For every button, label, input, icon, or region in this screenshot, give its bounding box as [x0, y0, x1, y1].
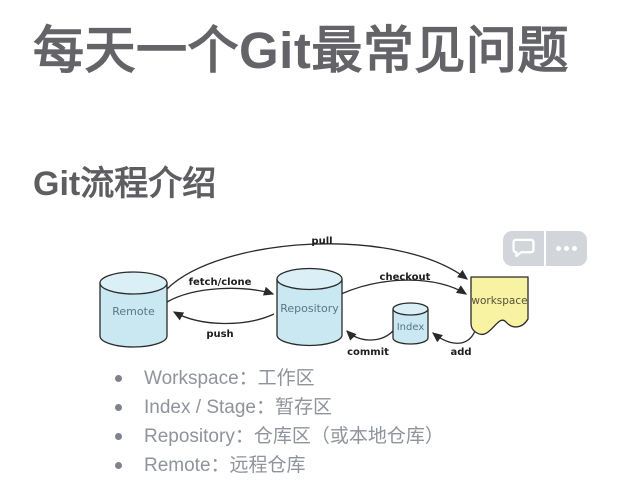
repository-label: Repository	[280, 302, 339, 315]
git-flow-diagram: Remote Repository Index workspace pull f…	[99, 236, 529, 358]
remote-label: Remote	[112, 305, 155, 318]
legend-item-index: Index / Stage：暂存区	[115, 393, 444, 422]
legend-list: Workspace：工作区 Index / Stage：暂存区 Reposito…	[115, 364, 444, 480]
legend-item-workspace: Workspace：工作区	[115, 364, 444, 393]
legend-item-remote: Remote：远程仓库	[115, 451, 444, 480]
push-label: push	[206, 329, 233, 340]
checkout-label: checkout	[380, 272, 431, 283]
floating-action-bar	[503, 231, 587, 266]
index-cylinder: Index	[392, 302, 429, 345]
repository-cylinder: Repository	[276, 267, 343, 347]
workspace-label: workspace	[471, 295, 527, 307]
legend-item-repository: Repository：仓库区（或本地仓库）	[115, 422, 444, 451]
pull-arrow	[166, 243, 469, 290]
comment-icon	[512, 238, 535, 260]
section-title: Git流程介绍	[33, 165, 217, 203]
commit-arrow	[346, 330, 394, 341]
add-label: add	[450, 347, 471, 358]
pull-label: pull	[311, 236, 332, 247]
index-label: Index	[397, 322, 425, 333]
more-button[interactable]	[546, 231, 587, 266]
page-title: 每天一个Git最常见问题	[33, 22, 569, 79]
workspace-node: workspace	[470, 276, 529, 336]
fetch-clone-arrow	[166, 286, 275, 303]
comment-button[interactable]	[503, 231, 544, 266]
diagram-arrows	[166, 243, 476, 344]
push-arrow	[172, 311, 275, 325]
commit-label: commit	[347, 347, 389, 358]
add-arrow	[431, 330, 476, 344]
fetch-clone-label: fetch/clone	[189, 277, 252, 288]
remote-cylinder: Remote	[99, 271, 168, 348]
checkout-arrow	[340, 279, 468, 295]
ellipsis-icon	[556, 246, 577, 251]
